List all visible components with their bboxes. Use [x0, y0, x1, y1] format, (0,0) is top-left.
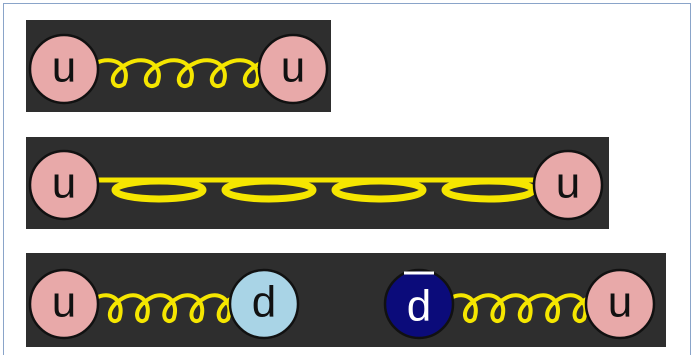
gluon-loop [441, 177, 537, 203]
up-quark-pair-1 [28, 268, 100, 340]
gluon-spring [94, 58, 263, 88]
gluon-loop [221, 177, 317, 203]
up-quark-left [28, 149, 100, 221]
quark-label-right: u [556, 159, 580, 208]
gluon-coil [94, 58, 263, 88]
quark-label-pair-1-left: u [52, 278, 76, 327]
up-quark-left [28, 33, 100, 105]
quark-label-right: u [281, 43, 305, 92]
panel-stretched-gluon: u u [26, 137, 609, 229]
gluon-coil [94, 293, 234, 323]
gluon-coil [449, 293, 590, 323]
quark-label-pair-2-right: u [608, 278, 632, 327]
down-quark-pair-1 [228, 268, 300, 340]
gluon-spring-pair-1 [94, 293, 234, 323]
gluon-spring-stretched [96, 177, 537, 203]
panel-3-svg: u d d u [26, 253, 666, 347]
quark-label-pair-1-right: d [252, 278, 276, 327]
panel-2-svg: u u [26, 137, 609, 229]
up-quark-right [257, 33, 329, 105]
figure-frame [3, 3, 691, 355]
gluon-loop [331, 177, 427, 203]
antidown-quark-pair-2 [383, 268, 455, 340]
panel-1-svg: u u [26, 20, 331, 112]
gluon-spring-pair-2 [449, 293, 590, 323]
quark-label-left: u [52, 159, 76, 208]
up-quark-pair-2 [584, 268, 656, 340]
panel-broken-gluon: u d d u [26, 253, 666, 347]
panel-tight-gluon: u u [26, 20, 331, 112]
quark-label-pair-2-left: d [407, 282, 431, 331]
quark-label-left: u [52, 43, 76, 92]
gluon-loop [111, 177, 207, 203]
up-quark-right [532, 149, 604, 221]
